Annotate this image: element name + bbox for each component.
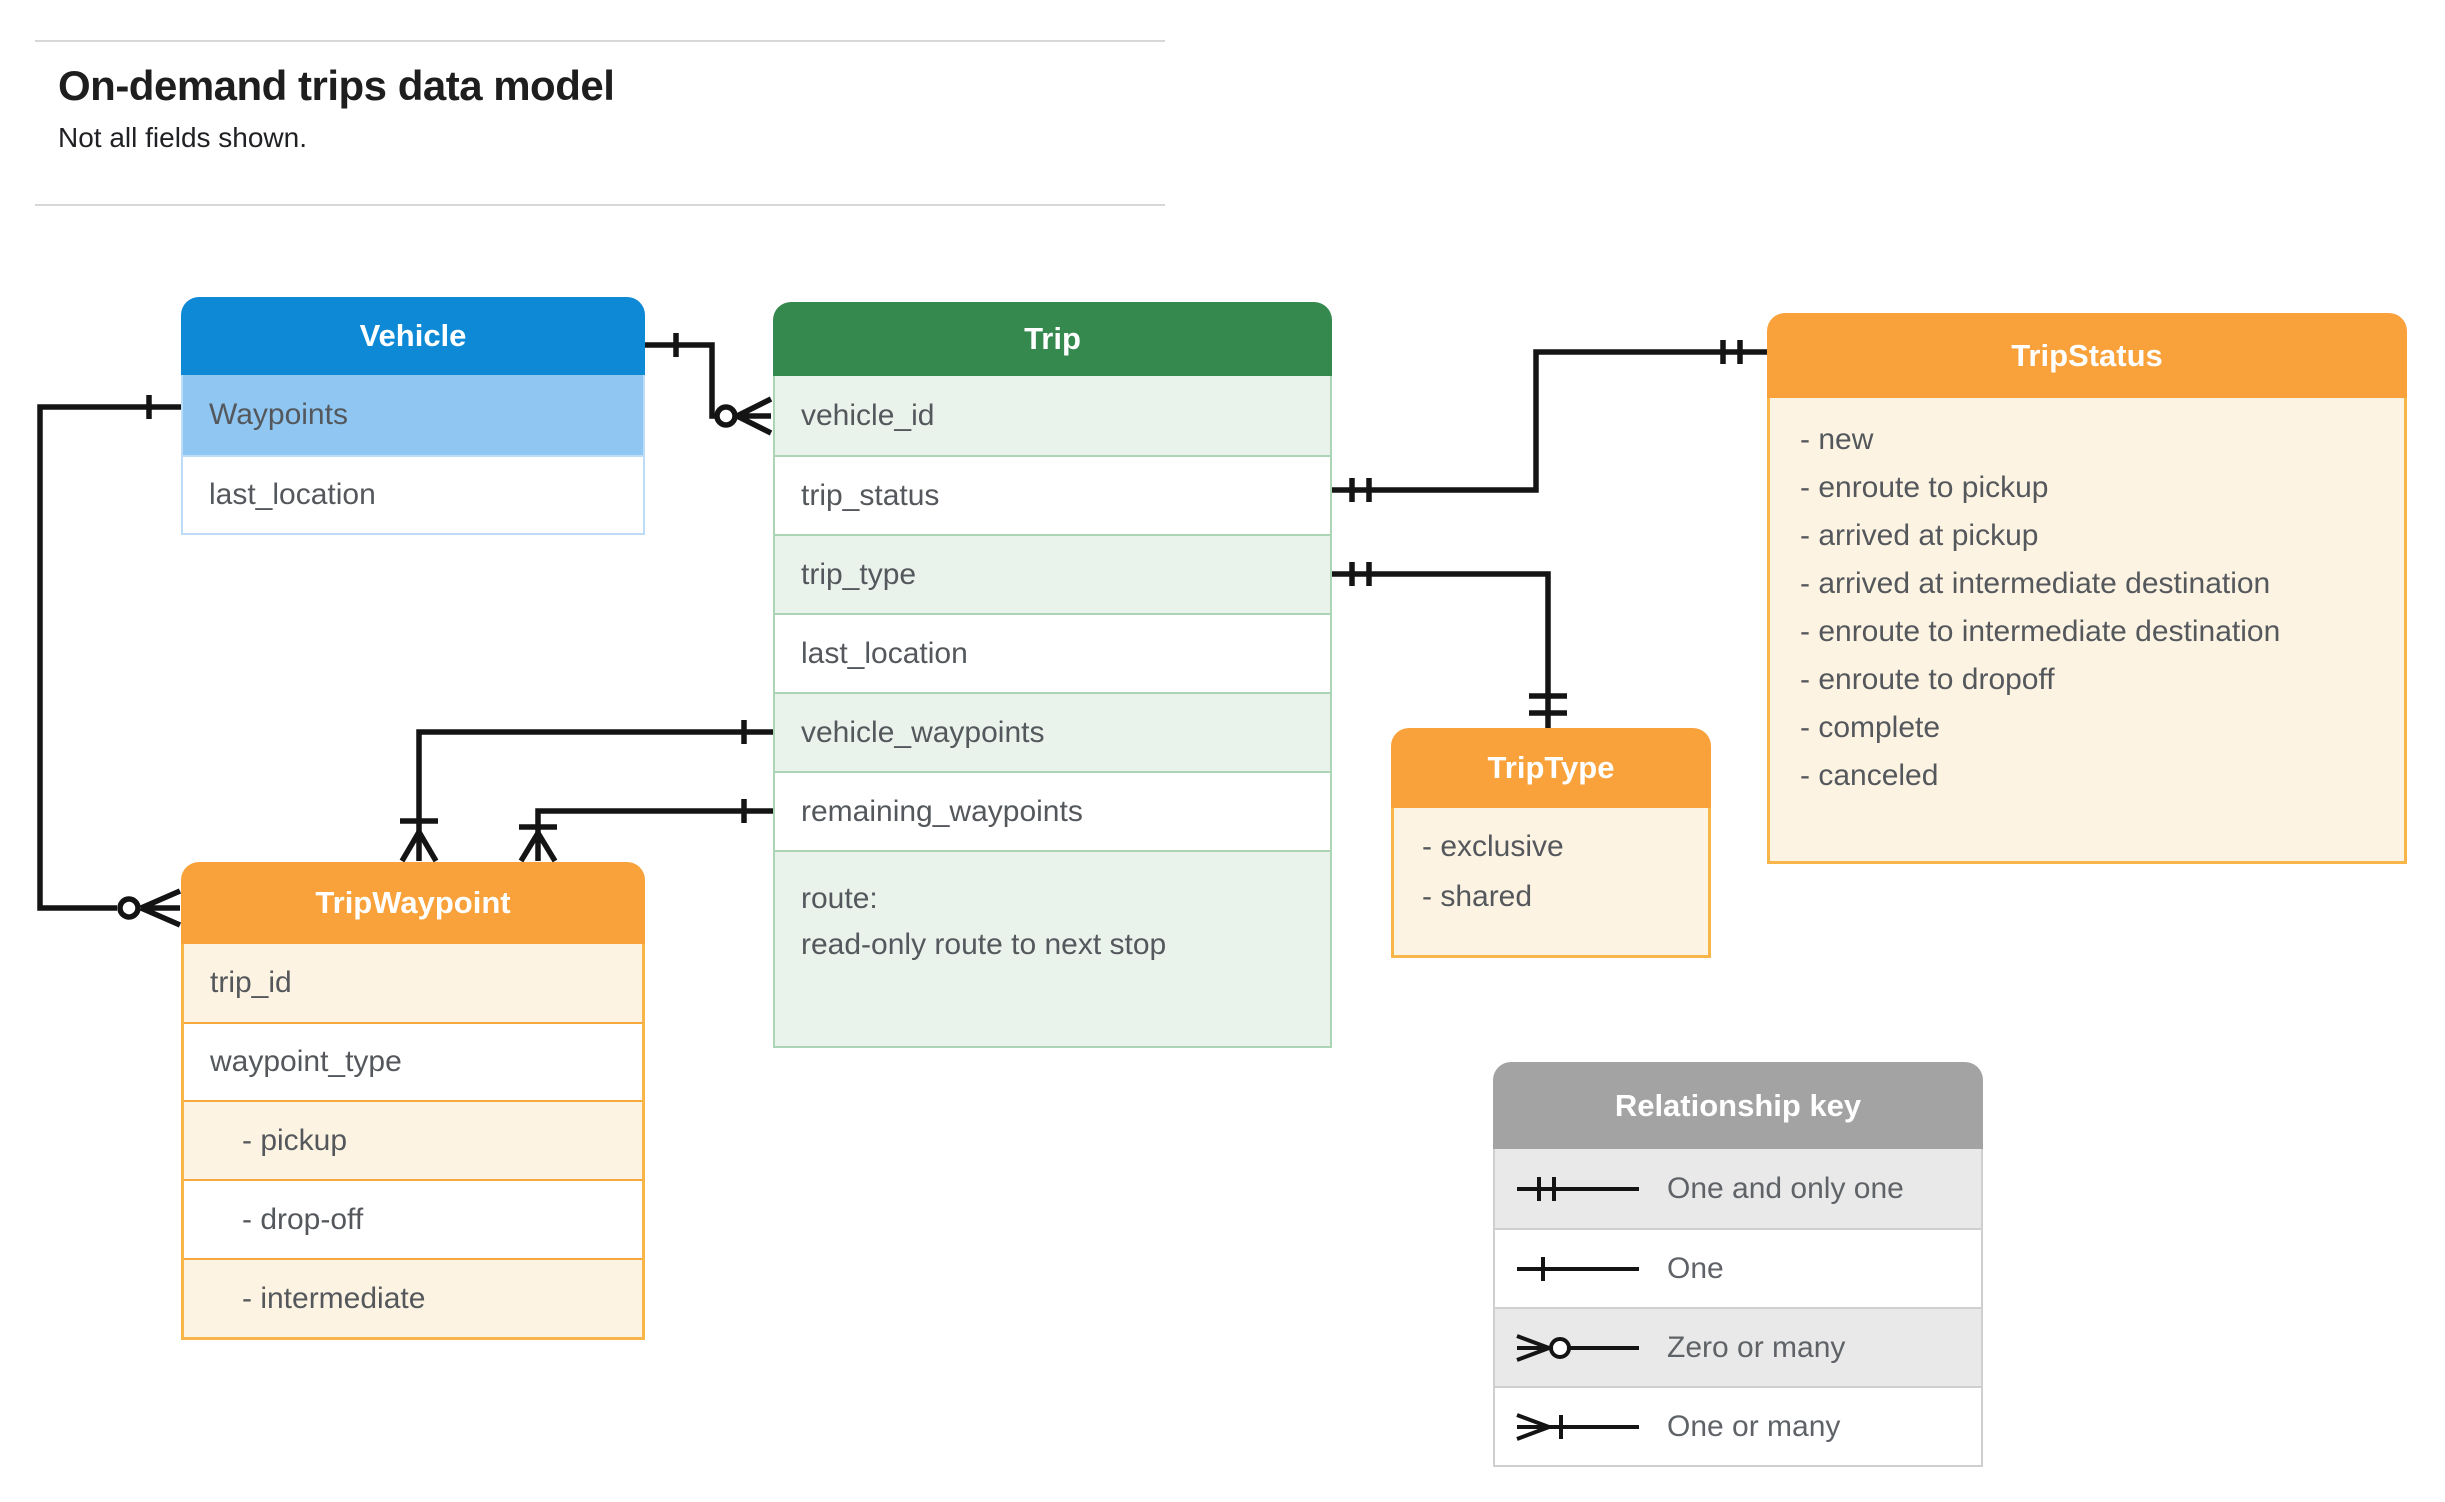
trip-field-remaining-waypoints: remaining_waypoints <box>775 771 1330 850</box>
one-icon <box>1495 1247 1667 1291</box>
tripstatus-value-complete: - complete <box>1800 711 1941 744</box>
legend-label: One or many <box>1667 1409 1841 1443</box>
one-and-only-one-icon <box>1495 1167 1667 1211</box>
legend-label: One and only one <box>1667 1171 1904 1205</box>
trip-field-vehicle-id: vehicle_id <box>775 376 1330 455</box>
trip-field-route-note: route: read-only route to next stop <box>775 850 1330 1046</box>
legend-label: Zero or many <box>1667 1330 1846 1364</box>
tripstatus-value-canceled: - canceled <box>1800 759 1939 792</box>
entity-trip: Trip vehicle_id trip_status trip_type la… <box>773 302 1332 1048</box>
entity-tripstatus-title: TripStatus <box>1767 313 2407 398</box>
trip-field-trip-status: trip_status <box>775 455 1330 534</box>
trip-field-last-location: last_location <box>775 613 1330 692</box>
entity-triptype-title: TripType <box>1391 728 1711 808</box>
legend-label: One <box>1667 1251 1724 1285</box>
tripwaypoint-field-trip-id: trip_id <box>184 944 642 1022</box>
connector-vehicle-waypoints-to-tripwaypoint <box>37 395 182 928</box>
entity-triptype: TripType - exclusive - shared <box>1391 728 1711 958</box>
page-title: On-demand trips data model <box>58 62 615 109</box>
tripwaypoint-value-pickup: - pickup <box>184 1100 642 1179</box>
triptype-value-exclusive: - exclusive <box>1422 830 1564 863</box>
connector-vehicle-to-trip <box>645 333 773 436</box>
connector-trip-remaining-waypoints-to-tripwaypoint <box>518 799 773 863</box>
legend-row-one-and-only-one: One and only one <box>1495 1149 1981 1228</box>
tripstatus-value-arrived-at-intermediate-destination: - arrived at intermediate destination <box>1800 567 2271 600</box>
tripstatus-value-enroute-to-dropoff: - enroute to dropoff <box>1800 663 2055 696</box>
vehicle-field-waypoints: Waypoints <box>183 375 643 455</box>
entity-vehicle: Vehicle Waypoints last_location <box>181 297 645 535</box>
page-subtitle: Not all fields shown. <box>58 122 308 153</box>
header-bottom-divider <box>35 204 1165 206</box>
entity-tripstatus: TripStatus - new - enroute to pickup - a… <box>1767 313 2407 864</box>
entity-tripwaypoint: TripWaypoint trip_id waypoint_type - pic… <box>181 862 645 1340</box>
entity-tripwaypoint-title: TripWaypoint <box>181 862 645 944</box>
tripstatus-value-enroute-to-pickup: - enroute to pickup <box>1800 471 2049 504</box>
entity-vehicle-title: Vehicle <box>181 297 645 375</box>
legend-row-one-or-many: One or many <box>1495 1386 1981 1465</box>
entity-trip-title: Trip <box>773 302 1332 376</box>
trip-route-note-line1: route: <box>801 882 878 915</box>
tripstatus-value-enroute-to-intermediate-destination: - enroute to intermediate destination <box>1800 615 2281 648</box>
connector-trip-to-triptype <box>1332 562 1567 728</box>
tripstatus-value-new: - new <box>1800 423 1874 456</box>
legend-row-zero-or-many: Zero or many <box>1495 1307 1981 1386</box>
tripwaypoint-value-intermediate: - intermediate <box>184 1258 642 1337</box>
triptype-value-shared: - shared <box>1422 880 1533 913</box>
relationship-key-title: Relationship key <box>1493 1062 1983 1149</box>
tripstatus-value-arrived-at-pickup: - arrived at pickup <box>1800 519 2039 552</box>
connector-trip-vehicle-waypoints-to-tripwaypoint <box>399 720 773 863</box>
zero-or-many-icon <box>1495 1326 1667 1370</box>
trip-field-trip-type: trip_type <box>775 534 1330 613</box>
tripstatus-value-list: - new - enroute to pickup - arrived at p… <box>1770 398 2404 861</box>
top-divider <box>35 40 1165 42</box>
legend-row-one: One <box>1495 1228 1981 1307</box>
vehicle-field-last-location: last_location <box>183 455 643 533</box>
trip-field-vehicle-waypoints: vehicle_waypoints <box>775 692 1330 771</box>
one-or-many-icon <box>1495 1405 1667 1449</box>
tripwaypoint-field-waypoint-type: waypoint_type <box>184 1022 642 1100</box>
tripwaypoint-value-drop-off: - drop-off <box>184 1179 642 1258</box>
connector-trip-to-tripstatus <box>1332 340 1767 502</box>
relationship-key: Relationship key One and only one One Ze… <box>1493 1062 1983 1467</box>
trip-route-note-line2: read-only route to next stop <box>801 928 1167 961</box>
triptype-value-list: - exclusive - shared <box>1394 808 1708 955</box>
